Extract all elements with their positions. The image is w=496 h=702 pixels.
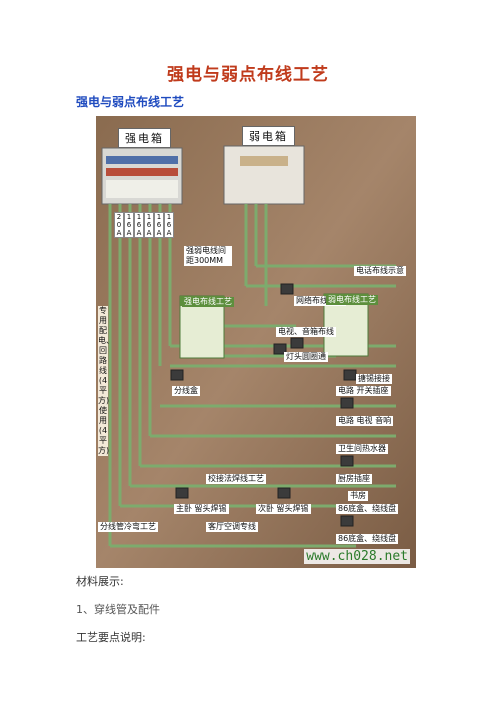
page-title: 强电与弱点布线工艺: [167, 65, 329, 85]
power-switch-label: 电路 开关插座: [336, 386, 391, 396]
b86-box-label: 86底盒、绕线盘: [336, 504, 399, 514]
junction-box-label: 分线盒: [172, 386, 200, 396]
branch-pipe-label: 分线管冷弯工艺: [98, 522, 158, 532]
lamp-circuit-label: 灯头圆圈通: [284, 352, 328, 362]
amp-label: 16A: [154, 212, 164, 238]
amp-label: 16A: [164, 212, 174, 238]
spacing-note: 强弱电线间距300MM: [184, 246, 232, 266]
master-bed-label: 主卧 留头焊锡: [174, 504, 229, 514]
tv-audio-label: 电视、音箱布线: [276, 327, 336, 337]
weak-box-label: 弱电箱: [242, 126, 295, 146]
poster-left-title: 强电布线工艺: [182, 297, 234, 307]
kitchen-socket-label: 厨房插座: [336, 474, 372, 484]
amp-label: 16A: [124, 212, 134, 238]
wiring-photo-background: [96, 116, 416, 568]
poster-right-title: 弱电布线工艺: [326, 295, 378, 305]
b86-box-label: 86底盒、绕线盘: [336, 534, 399, 544]
subtitle-link[interactable]: 强电与弱点布线工艺: [76, 95, 185, 109]
network-wiring-label: 网络布线示意: [294, 296, 346, 306]
study-label: 书房: [348, 491, 368, 501]
amp-label: 16A: [144, 212, 154, 238]
left-vertical-label: 专用配电、回路线(4平方)使用(4平方): [98, 306, 114, 456]
materials-heading: 材料展示:: [76, 575, 124, 588]
second-bed-label: 次卧 留头焊锡: [256, 504, 311, 514]
strong-box-label: 强电箱: [118, 128, 171, 148]
amp-label: 16A: [134, 212, 144, 238]
amp-label: 20A: [114, 212, 124, 238]
bathroom-heater-label: 卫生间热水器: [336, 444, 388, 454]
wire-joint-label: 搪锡接接: [356, 374, 392, 384]
power-tv-audio-label: 电路 电视 音响: [336, 416, 394, 426]
phone-wiring-label: 电话布线示意: [354, 266, 406, 276]
process-heading: 工艺要点说明:: [76, 631, 146, 644]
tin-welding-label: 校接法焊线工艺: [206, 474, 266, 484]
watermark: www.ch028.net: [304, 549, 410, 564]
living-ac-label: 客厅空调专线: [206, 522, 258, 532]
wiring-photo: 强电箱 弱电箱 20A 16A 16A 16A 16A 16A 强弱电线间距30…: [96, 116, 416, 568]
materials-item: 1、穿线管及配件: [76, 603, 160, 616]
